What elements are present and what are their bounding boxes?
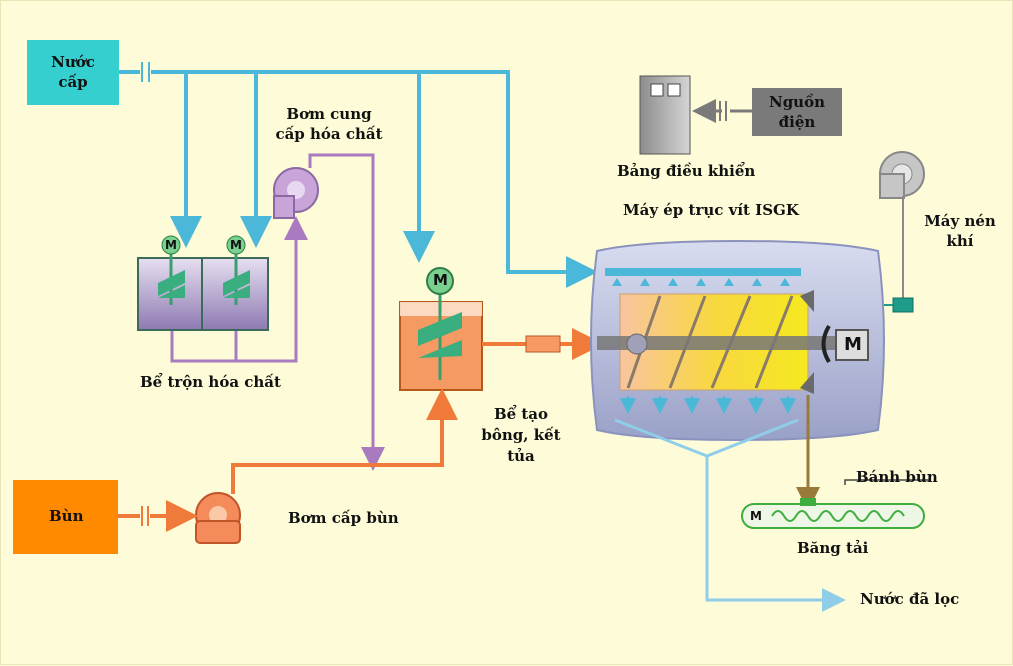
bang-tai-label: Băng tải (797, 539, 869, 557)
chemical-mixing-tanks (137, 252, 269, 331)
water-supply-lines (119, 70, 598, 288)
may-ep-label: Máy ép trục vít ISGK (623, 201, 799, 219)
air-valve (892, 297, 914, 313)
bang-dieu-khien-label: Bảng điều khiển (617, 162, 756, 180)
air-compressor-icon (879, 151, 925, 199)
filtrate-arrows (620, 396, 796, 414)
banh-bun-label: Bánh bùn (856, 468, 938, 486)
nguon-dien-box (752, 88, 842, 136)
flocculator-motor-icon (426, 267, 454, 295)
sludge-pump-icon (195, 492, 241, 544)
bom-cap-bun-label: Bơm cấp bùn (288, 509, 399, 527)
bom-hoa-chat-label: Bơm cung cấp hóa chất (275, 105, 383, 143)
conveyor-motor-m: M (750, 509, 762, 523)
screw-shaft (597, 336, 837, 350)
sludge-flow-meter (525, 335, 561, 353)
cake-leader (844, 479, 930, 485)
mixer-motor-icon (161, 235, 181, 255)
mixer-motor-m: M (165, 238, 177, 252)
shaft-gear (626, 333, 648, 355)
filtrate-line (705, 456, 846, 612)
drive-motor-box (835, 329, 869, 361)
nuoc-da-loc-label: Nước đã lọc (860, 590, 960, 608)
sludge-valve (141, 506, 149, 526)
pressure-cone (800, 290, 814, 312)
chemical-lines (170, 153, 385, 471)
be-tron-label: Bể trộn hóa chất (140, 373, 281, 391)
nguon-dien-label: Nguồn điện (768, 93, 825, 131)
mixer-motor-icon (226, 235, 246, 255)
control-panel-indicator (650, 83, 664, 97)
bun-label: Bùn (49, 507, 84, 525)
bun-box (13, 480, 118, 554)
air-line (890, 196, 904, 306)
pressure-cone (800, 372, 814, 394)
may-nen-khi-label: Máy nén khí (924, 212, 996, 250)
nuoc-cap-box (27, 40, 119, 105)
flocculator-motor-m: M (433, 271, 448, 289)
water-valve (141, 62, 150, 82)
screw-conveyor (741, 498, 925, 529)
control-panel-indicator (667, 83, 681, 97)
spray-bar (605, 268, 801, 276)
drive-motor-m: M (844, 334, 862, 355)
chemical-pump-icon (273, 167, 319, 219)
power-line (692, 99, 752, 123)
mixer-motor-m: M (230, 238, 242, 252)
nuoc-cap-label: Nước cấp (51, 53, 95, 91)
coupling (821, 324, 831, 364)
flocculation-tank (399, 292, 483, 391)
sludge-lines (118, 328, 604, 532)
spray-nozzles (612, 278, 790, 286)
be-tao-bong-label: Bể tạo bông, kết tủa (481, 405, 561, 465)
control-panel-cabinet (639, 75, 691, 155)
